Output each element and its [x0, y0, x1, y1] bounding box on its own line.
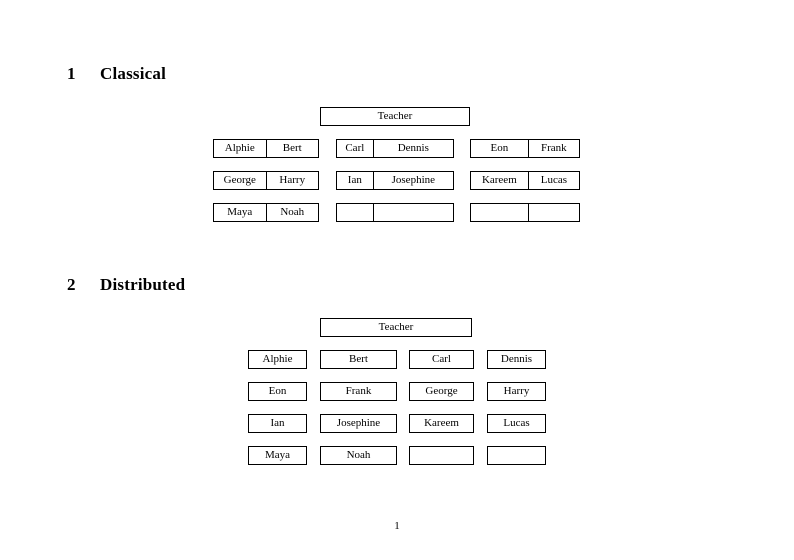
student-cell-empty: [470, 203, 529, 222]
student-cell: Carl: [336, 139, 374, 158]
classical-group-c3-r1: Eon Frank: [470, 139, 580, 158]
page-number: 1: [394, 520, 400, 532]
classical-group-c2-r2: Ian Josephine: [336, 171, 454, 190]
distributed-teacher-box: Teacher: [320, 318, 472, 337]
student-cell: Frank: [527, 139, 580, 158]
distributed-student-box: Noah: [320, 446, 397, 465]
table-row: George Harry: [213, 171, 319, 190]
student-cell: Dennis: [372, 139, 454, 158]
classical-teacher-box: Teacher: [320, 107, 470, 126]
table-row: [336, 203, 454, 222]
distributed-student-box: Kareem: [409, 414, 474, 433]
student-cell: Bert: [265, 139, 319, 158]
student-cell: Josephine: [372, 171, 454, 190]
distributed-student-box: Ian: [248, 414, 307, 433]
student-cell: Lucas: [527, 171, 580, 190]
student-cell: Alphie: [213, 139, 266, 158]
table-row: Maya Noah: [213, 203, 319, 222]
distributed-student-box: Bert: [320, 350, 397, 369]
student-cell-empty: [527, 203, 580, 222]
student-cell: Maya: [213, 203, 266, 222]
section-heading-classical: 1 Classical: [67, 64, 166, 84]
distributed-student-box-empty: [409, 446, 474, 465]
table-row: Carl Dennis: [336, 139, 454, 158]
distributed-student-box: George: [409, 382, 474, 401]
classical-group-c1-r3: Maya Noah: [213, 203, 319, 222]
classical-group-c3-r2: Kareem Lucas: [470, 171, 580, 190]
distributed-student-box: Carl: [409, 350, 474, 369]
distributed-student-box: Eon: [248, 382, 307, 401]
section-number: 1: [67, 64, 76, 83]
classical-group-c2-r3-empty: [336, 203, 454, 222]
student-cell-empty: [336, 203, 374, 222]
student-cell: Kareem: [470, 171, 529, 190]
table-row: Ian Josephine: [336, 171, 454, 190]
student-cell: George: [213, 171, 266, 190]
distributed-student-box: Alphie: [248, 350, 307, 369]
section-number: 2: [67, 275, 76, 294]
section-heading-distributed: 2 Distributed: [67, 275, 185, 295]
table-row: [470, 203, 580, 222]
distributed-student-box: Lucas: [487, 414, 546, 433]
section-title: Classical: [100, 64, 167, 83]
distributed-student-box-empty: [487, 446, 546, 465]
student-cell: Noah: [265, 203, 319, 222]
student-cell: Ian: [336, 171, 374, 190]
distributed-student-box: Frank: [320, 382, 397, 401]
classical-group-c1-r2: George Harry: [213, 171, 319, 190]
table-row: Eon Frank: [470, 139, 580, 158]
table-row: Kareem Lucas: [470, 171, 580, 190]
classical-group-c1-r1: Alphie Bert: [213, 139, 319, 158]
table-row: Alphie Bert: [213, 139, 319, 158]
student-cell-empty: [372, 203, 454, 222]
student-cell: Eon: [470, 139, 529, 158]
distributed-student-box: Dennis: [487, 350, 546, 369]
distributed-student-box: Maya: [248, 446, 307, 465]
classical-group-c3-r3-empty: [470, 203, 580, 222]
section-title: Distributed: [100, 275, 186, 294]
distributed-student-box: Josephine: [320, 414, 397, 433]
student-cell: Harry: [265, 171, 319, 190]
classical-group-c2-r1: Carl Dennis: [336, 139, 454, 158]
distributed-student-box: Harry: [487, 382, 546, 401]
